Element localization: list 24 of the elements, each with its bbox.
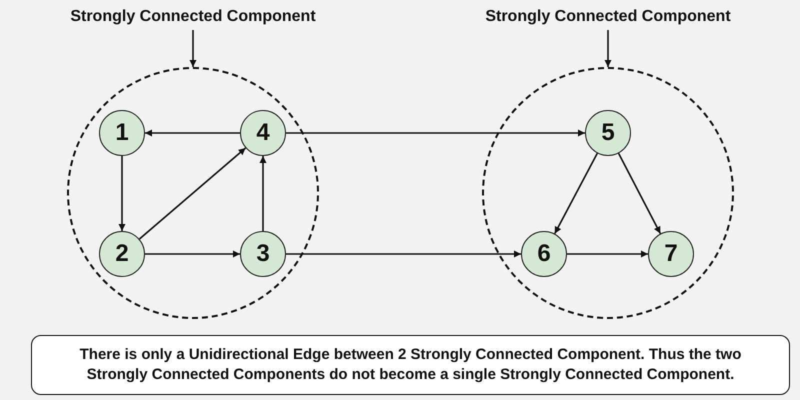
arrow	[286, 250, 521, 258]
graph-vertex: 5	[585, 110, 631, 156]
arrow	[554, 152, 598, 234]
graph-vertex: 3	[240, 231, 286, 277]
graph-vertex: 2	[99, 231, 145, 277]
arrow	[145, 250, 240, 258]
graph-vertex: 7	[648, 231, 694, 277]
arrow	[604, 30, 612, 67]
component-heading: Strongly Connected Component	[478, 8, 738, 30]
component-heading: Strongly Connected Component	[63, 8, 323, 30]
arrow	[618, 153, 662, 234]
dashed-circle-outline	[67, 67, 319, 319]
graph-vertex: 4	[240, 110, 286, 156]
arrow	[567, 250, 648, 258]
arrow	[190, 30, 196, 67]
explanation-note: There is only a Unidirectional Edge between 2 Strongly Connected Component. Thus the two Strongly Connected Components do not become a single Strongly Connected Component.	[31, 335, 790, 395]
graph-vertex: 1	[99, 110, 145, 156]
arrow	[286, 130, 585, 136]
graph-vertex: 6	[521, 231, 567, 277]
arrow	[118, 156, 126, 231]
arrow	[138, 147, 246, 240]
dashed-circle-outline	[482, 67, 734, 319]
arrow	[145, 130, 240, 136]
arrow	[260, 156, 266, 231]
